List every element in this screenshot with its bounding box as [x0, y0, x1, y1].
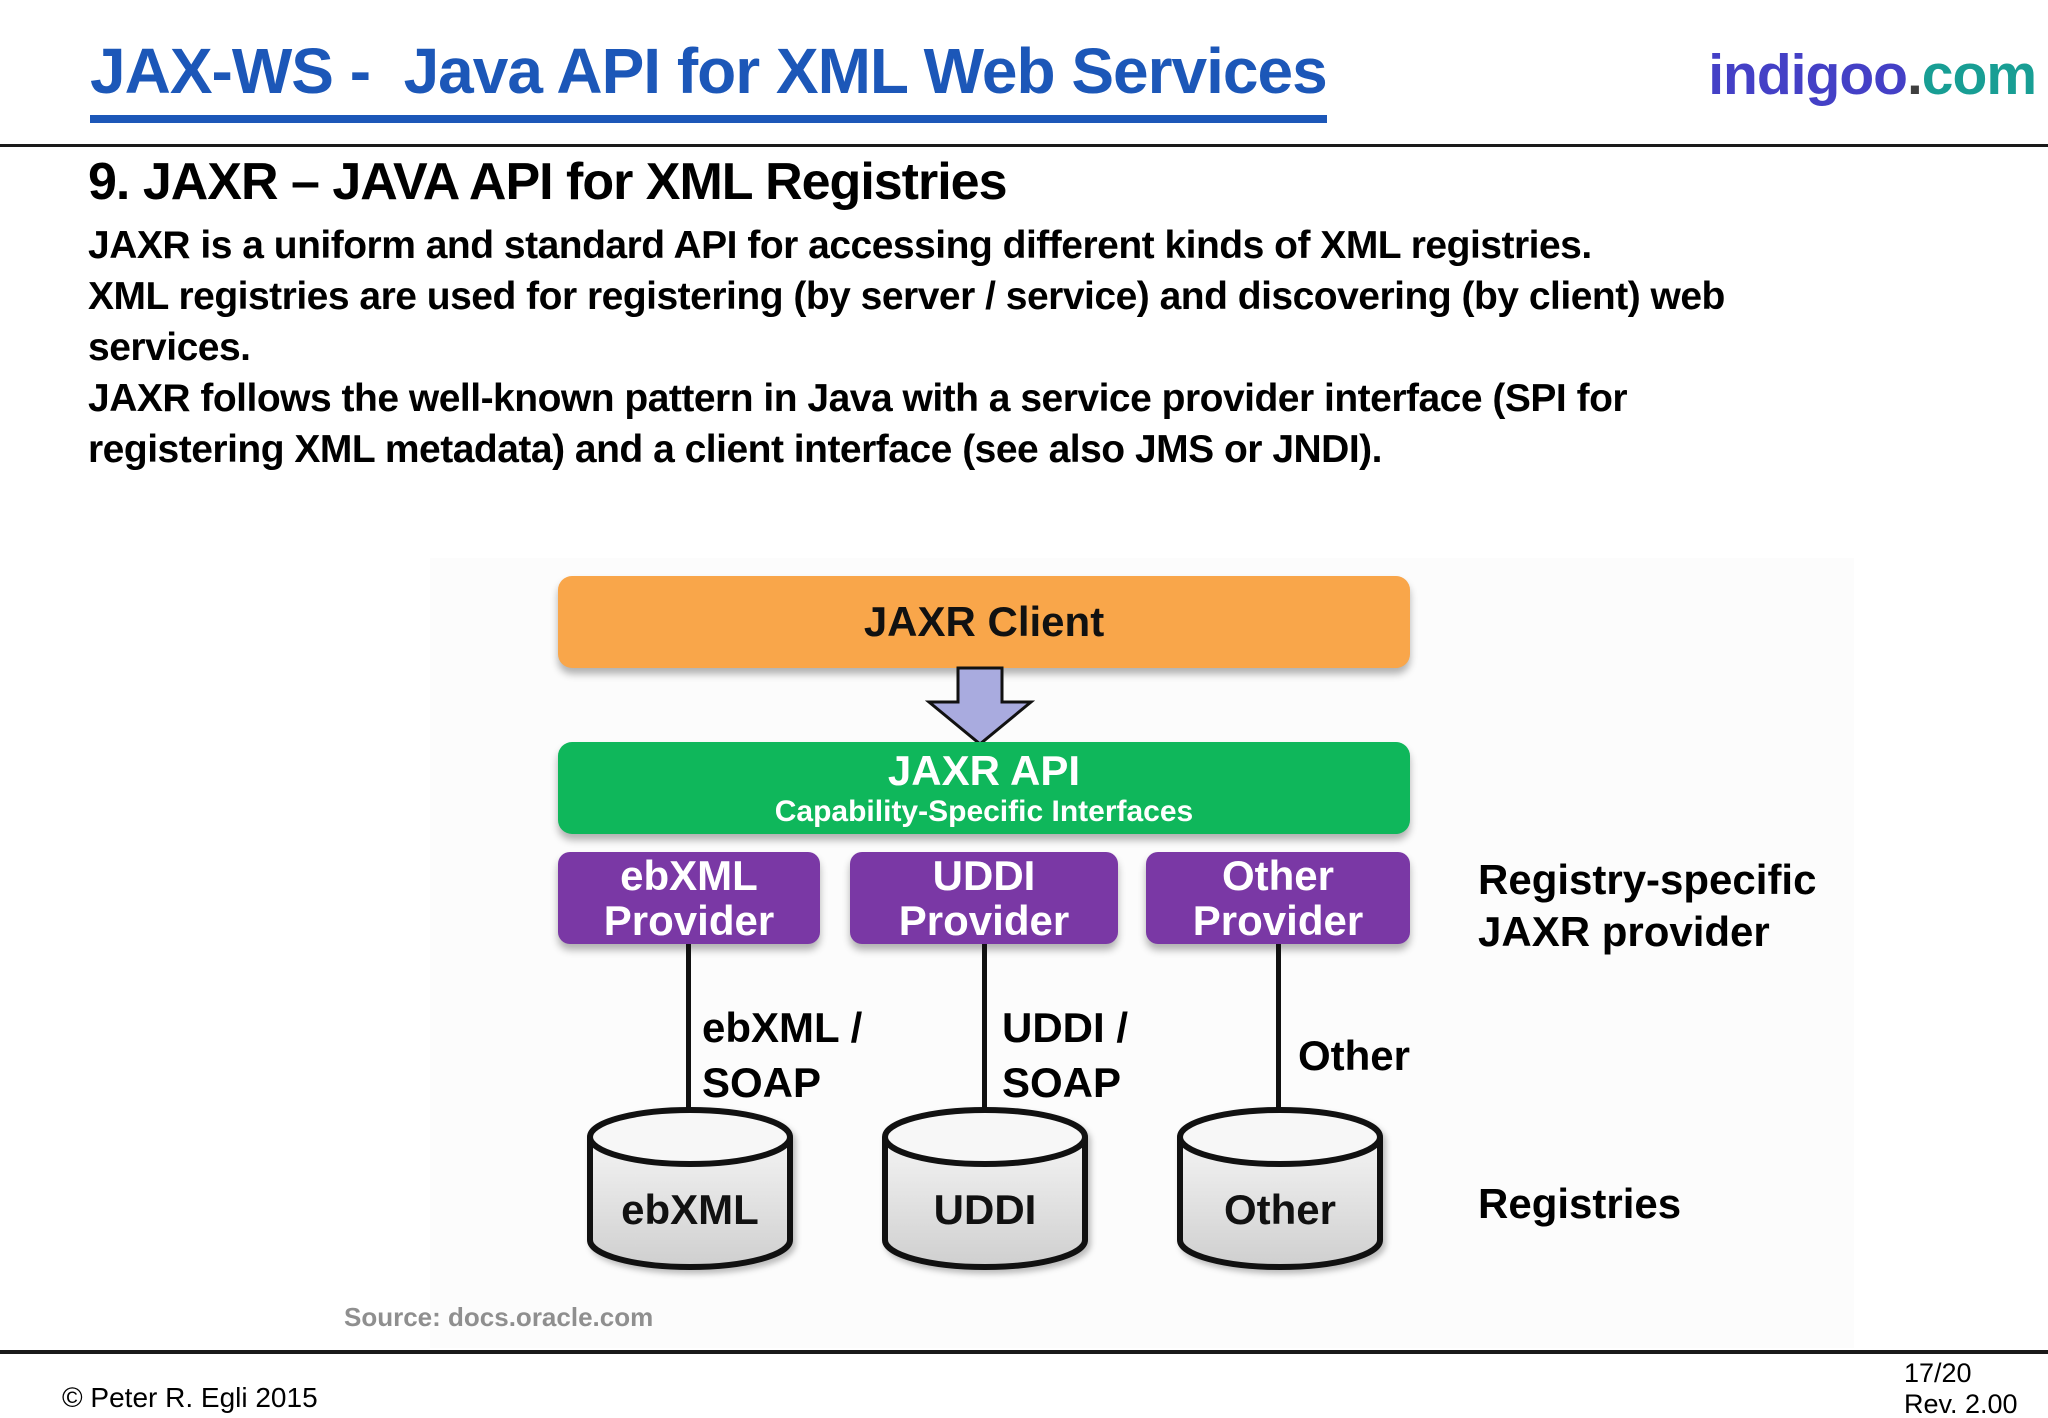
ebxml-connector-line: [686, 944, 691, 1114]
source-note: Source: docs.oracle.com: [344, 1302, 654, 1332]
other-registry-cylinder: Other: [1177, 1107, 1383, 1270]
other-connector-line: [1276, 944, 1281, 1114]
header-divider: [0, 144, 2048, 147]
page-info: 17/20 Rev. 2.00: [1904, 1358, 2018, 1418]
uddi-connector-label: UDDI / SOAP: [1002, 1004, 1128, 1106]
page-title: JAX-WS - Java API for XML Web Services: [90, 34, 1328, 123]
ebxml-provider-box: ebXML Provider: [558, 852, 820, 944]
other-registry-label: Other: [1224, 1186, 1336, 1233]
uddi-provider-box: UDDI Provider: [850, 852, 1118, 944]
indigoo-logo: indigoo.com: [1708, 42, 2037, 108]
ebxml-registry-cylinder: ebXML: [587, 1107, 793, 1270]
body-text: JAXR is a uniform and standard API for a…: [88, 224, 1725, 471]
registry-specific-provider-label: Registry-specific JAXR provider: [1478, 856, 1817, 955]
copyright-text: © Peter R. Egli 2015: [62, 1382, 318, 1413]
jaxr-api-box: JAXR API Capability-Specific Interfaces: [558, 742, 1410, 834]
jaxr-api-subtitle: Capability-Specific Interfaces: [774, 795, 1194, 828]
uddi-registry-cylinder: UDDI: [882, 1107, 1088, 1270]
other-connector-label: Other: [1298, 1032, 1411, 1079]
revision-number: Rev. 2.00: [1904, 1389, 2018, 1418]
ebxml-connector-label: ebXML / SOAP: [702, 1004, 863, 1106]
page-number: 17/20: [1904, 1358, 1972, 1388]
uddi-registry-label: UDDI: [934, 1186, 1037, 1233]
section-heading: 9. JAXR – JAVA API for XML Registries: [88, 153, 1008, 211]
registries-label: Registries: [1478, 1180, 1682, 1227]
ebxml-registry-label: ebXML: [621, 1186, 759, 1233]
footer-divider: [0, 1350, 2048, 1354]
jaxr-client-box: JAXR Client: [558, 576, 1410, 668]
logo-dot: .: [1906, 43, 1923, 107]
down-arrow-icon: [925, 666, 1035, 746]
logo-tld: com: [1921, 43, 2037, 107]
logo-name: indigoo: [1708, 43, 1908, 107]
other-provider-box: Other Provider: [1146, 852, 1410, 944]
uddi-connector-line: [982, 944, 987, 1114]
jaxr-api-title: JAXR API: [887, 747, 1081, 794]
